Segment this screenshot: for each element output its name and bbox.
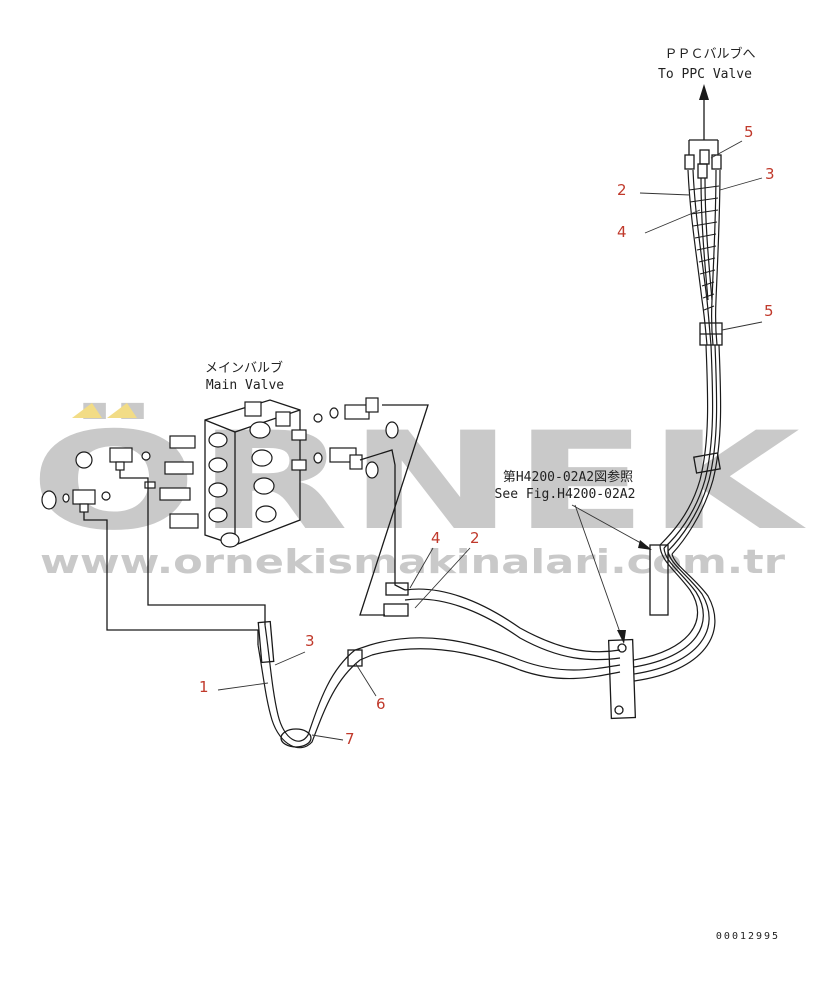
ppc-label-en: To PPC Valve [658,67,752,82]
lower-hose-routes [257,544,716,749]
watermark-brand: ÖRNEK [30,402,806,560]
upper-hose-bundle [659,149,723,555]
plug-icon [385,421,399,439]
callout-2-lower: 2 [470,529,480,547]
left-fittings [41,447,156,513]
main-valve-label-en: Main Valve [206,378,284,393]
grommet-icon [280,728,312,748]
pipe-routes [83,404,429,645]
clamp-icon [347,649,363,667]
callout-1-lower: 1 [199,678,209,696]
reference-label-ja: 第H4200-02A2図参照 [503,469,633,485]
callout-4-lower: 4 [431,529,441,547]
watermark-url: www.ornekismakinalari.com.tr [40,542,786,581]
callout-5: 5 [764,302,774,320]
plug-icon [75,451,93,469]
ppc-label-ja: ＰＰＣバルブへ [664,46,755,62]
main-valve-block [159,399,307,548]
watermark-dot-right [107,403,137,418]
callout-6: 6 [376,695,386,713]
watermark: ÖRNEK www.ornekismakinalari.com.tr [30,402,806,581]
block-clamp-icon [607,638,637,720]
plug-icon [41,490,57,510]
reference-arrows [571,504,652,644]
callout-3-lower: 3 [305,632,315,650]
plug-icon [365,461,379,479]
main-valve-label-ja: メインバルブ [205,360,283,376]
callout-4-upper: 5 [744,123,754,141]
callout-2-upper: 3 [765,165,775,183]
callouts-lower: 4 2 3 1 6 7 [199,529,480,748]
reference-label-en: See Fig.H4200-02A2 [495,487,636,502]
arrow-up-icon [688,84,719,155]
callout-7: 7 [345,730,355,748]
right-fittings [313,397,399,479]
callouts-upper: 5 3 2 4 5 [617,123,775,331]
mount-clamp-icon [649,544,669,616]
drawing-number: 00012995 [716,931,780,942]
callout-1-upper: 2 [617,181,627,199]
callout-3-upper: 4 [617,223,627,241]
watermark-dot-left [72,403,102,418]
